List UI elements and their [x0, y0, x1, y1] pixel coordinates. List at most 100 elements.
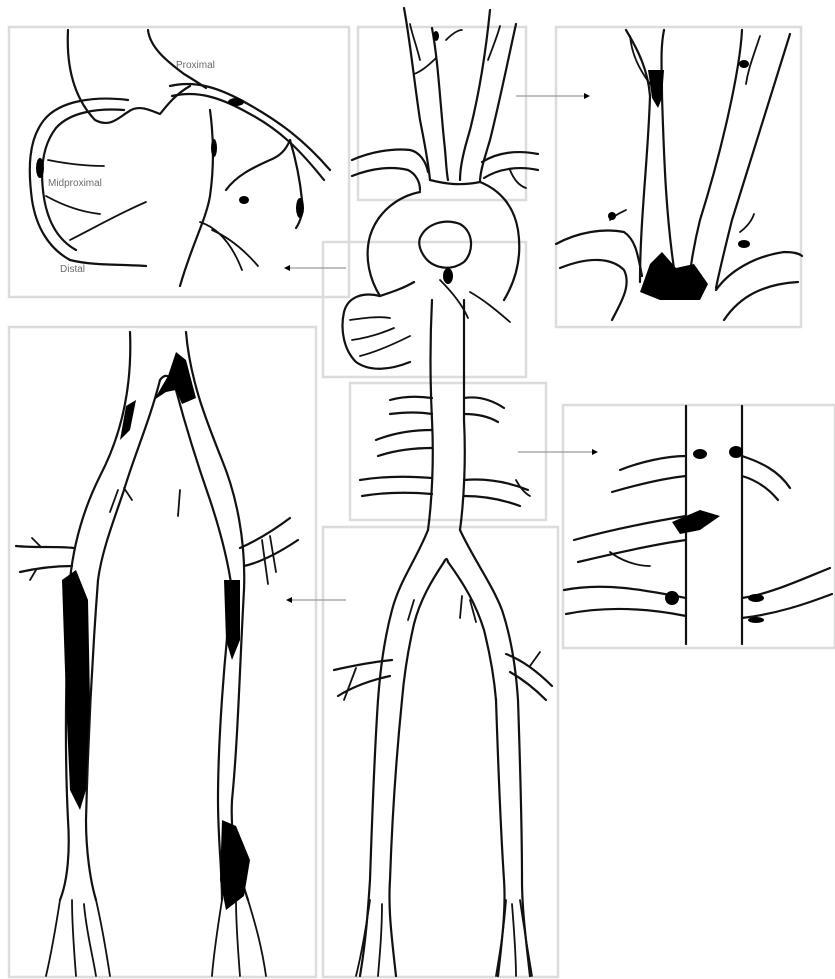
right-small-branch-2	[262, 540, 268, 584]
renal-lower-left-wall	[566, 609, 686, 616]
renal-lesion-lower-left	[665, 591, 679, 605]
right-tibial-1	[212, 900, 222, 976]
central-left-iliac-outer	[378, 530, 428, 700]
central-renal-upper-right	[464, 397, 504, 408]
neck-vessel-2	[432, 28, 448, 180]
renal-lesion-lower-right-2	[748, 617, 764, 623]
heart-outline	[68, 30, 190, 123]
pointer-carotid-head	[584, 93, 590, 99]
central-right-tibial-1	[496, 900, 506, 976]
left-small-branch-1	[32, 538, 40, 546]
rca-marginal-1	[48, 160, 104, 166]
right-subclavian	[482, 152, 538, 162]
central-renal-mid-left-wall	[378, 448, 432, 456]
renal-upper-right-wall	[742, 476, 778, 500]
subclavian-left-lower	[560, 260, 627, 320]
left-subclavian-wall	[352, 168, 420, 190]
renal-mid-left-wall	[578, 540, 686, 562]
left-carotid-inner	[662, 30, 677, 282]
coronary-lesion-circumflex	[296, 198, 304, 218]
coronary-lesion-midproximal	[36, 158, 44, 178]
label-midproximal: Midproximal	[48, 178, 102, 189]
central-renal-upper-right-wall	[464, 414, 498, 422]
right-carotid-branch	[746, 36, 760, 84]
right-tibial-3	[248, 900, 266, 976]
central-right-tibial-3	[512, 904, 516, 976]
renal-overlay-frame	[350, 383, 546, 520]
leg-panel-frame	[9, 327, 316, 977]
lad-distal-branch-2	[212, 230, 258, 266]
renal-lesion-lower-right	[748, 594, 764, 602]
carotid-lesion-bifurcation	[640, 252, 708, 300]
central-crotch	[444, 559, 448, 562]
renal-lower-right	[742, 568, 830, 598]
left-profunda-branch	[16, 546, 74, 548]
renal-upper-left-wall	[612, 476, 686, 492]
central-inner-twig-1	[408, 600, 414, 620]
carotid-lesion-right	[738, 240, 750, 248]
lad-branch	[180, 110, 213, 286]
left-tibial-3	[96, 900, 110, 976]
left-profunda-branch-wall	[20, 566, 72, 572]
central-renal-upper-left	[390, 397, 432, 400]
renal-mid-left	[574, 516, 686, 540]
label-proximal: Proximal	[176, 60, 215, 71]
right-profunda-branch	[240, 518, 290, 548]
right-carotid-inner	[716, 34, 790, 288]
pointer-renal-head	[592, 449, 598, 455]
central-renal-upper-left-wall	[390, 413, 432, 415]
rca-marginal-2	[46, 196, 100, 214]
neck-twig-4	[414, 58, 436, 74]
aortic-arch-outer	[368, 192, 420, 296]
central-coronary-3	[360, 336, 410, 356]
label-distal: Distal	[60, 264, 85, 275]
central-right-twig	[530, 652, 540, 666]
vertebral-branch	[740, 214, 754, 232]
iliac-right-inner	[176, 390, 232, 590]
central-left-profunda	[334, 660, 392, 670]
renal-artery-panel	[564, 406, 832, 644]
central-coronary-1	[350, 317, 390, 320]
leg-lesion-right-popliteal	[220, 820, 250, 910]
central-right-femoral-outer	[496, 700, 505, 976]
coronary-lesion-diagonal	[239, 196, 249, 204]
central-left-twig	[344, 668, 356, 700]
right-carotid-outer	[688, 30, 742, 288]
leg-artery-panel	[16, 332, 298, 976]
central-heart-outline-2	[380, 282, 414, 296]
left-tibial-2	[72, 900, 76, 976]
central-left-femoral-outer	[360, 700, 378, 976]
central-inner-twig-3	[460, 596, 462, 618]
central-coronary-5	[470, 292, 510, 322]
pointer-leg-head	[286, 597, 292, 603]
aorta-root-outline	[148, 30, 206, 88]
renal-lesion-upper-left	[693, 449, 707, 459]
left-carotid-outer	[626, 30, 650, 282]
central-renal-mid-left	[376, 430, 432, 440]
iliac-left-outer	[70, 332, 130, 580]
central-left-femoral-inner	[389, 700, 402, 976]
aortic-arch-top	[430, 180, 519, 300]
carotid-artery-panel	[556, 30, 802, 320]
central-heart-outline	[343, 295, 411, 369]
coronary-artery-panel: Proximal Midproximal Distal	[30, 30, 330, 286]
coronary-lesion-proximal	[228, 98, 244, 106]
subclavian-left	[556, 231, 642, 277]
carotid-lesion-left-small	[608, 212, 616, 220]
central-left-tibial-1	[356, 900, 370, 976]
iliac-right-outer	[186, 332, 244, 590]
right-inner-twig	[178, 490, 180, 516]
central-renal-lower-left	[360, 477, 432, 480]
central-lesion-neck	[433, 31, 439, 41]
neck-twig-3	[488, 26, 500, 60]
subclavian-right	[716, 252, 802, 290]
coronary-lesion-lad	[211, 139, 217, 157]
central-left-iliac-inner	[402, 562, 444, 700]
renal-lesion-mid	[672, 510, 720, 534]
central-left-tibial-2	[378, 904, 382, 976]
left-tibial-1	[46, 900, 60, 976]
right-subclavian-twig	[510, 170, 526, 188]
central-coronary-2	[352, 328, 394, 340]
central-right-femoral-inner	[518, 700, 530, 976]
